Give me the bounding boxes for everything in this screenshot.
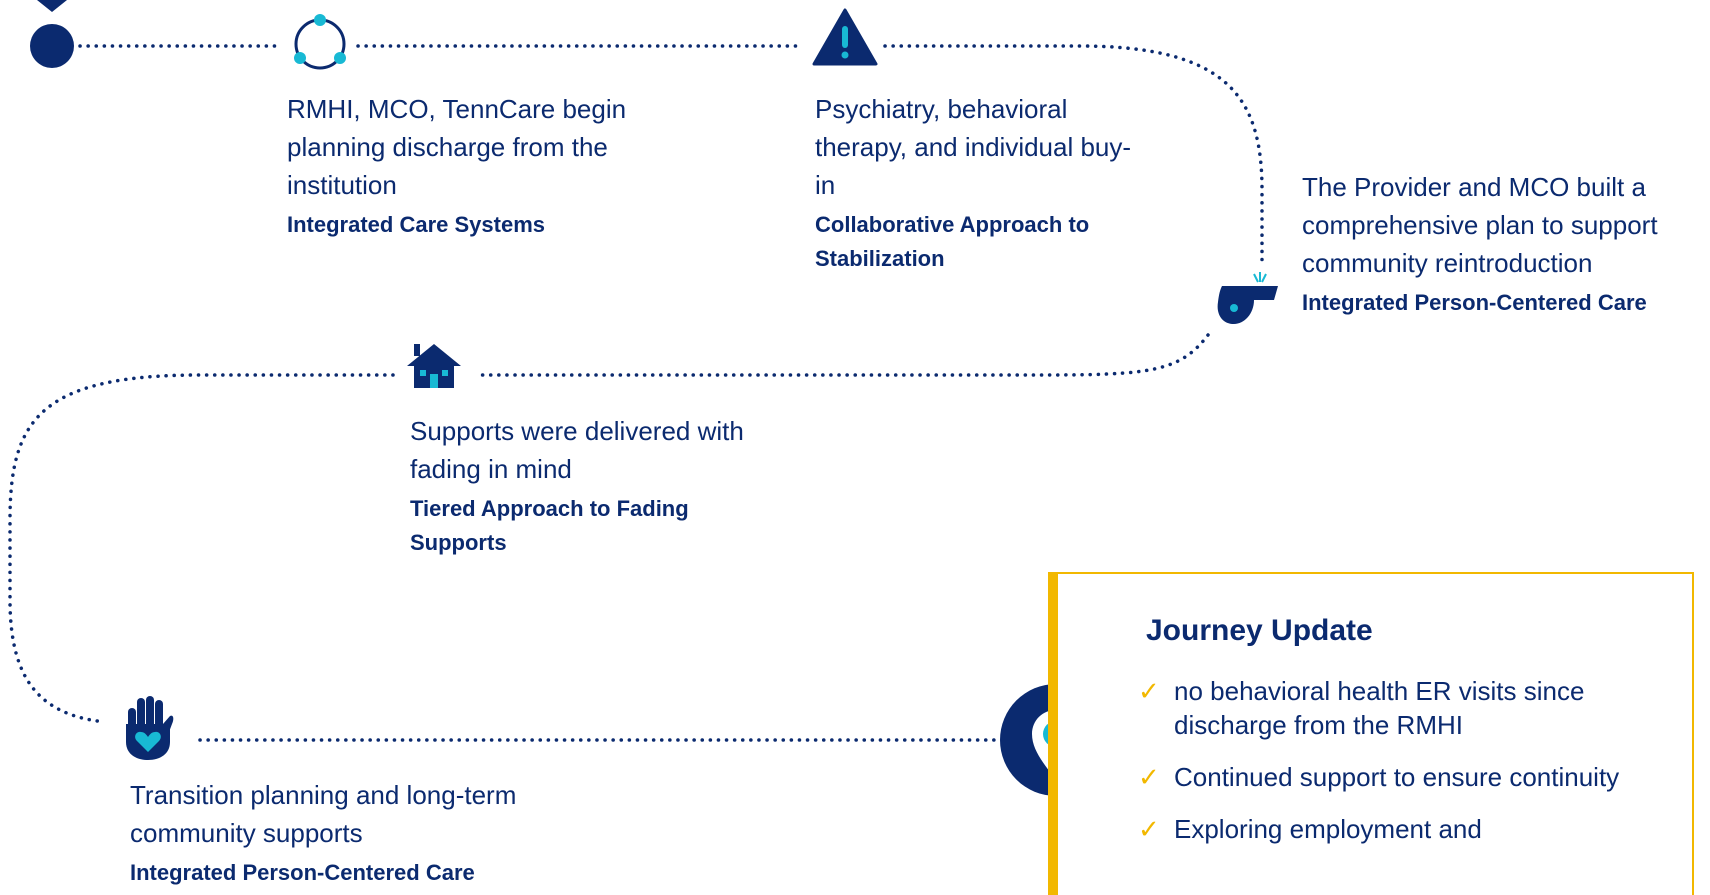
step-description: The Provider and MCO built a comprehensi… bbox=[1302, 172, 1658, 278]
step-tag: Integrated Person-Centered Care bbox=[130, 860, 475, 885]
step-stabilization: Psychiatry, behavioral therapy, and indi… bbox=[815, 90, 1135, 276]
house-icon bbox=[406, 342, 462, 388]
journey-update-list: ✓no behavioral health ER visits since di… bbox=[1138, 674, 1678, 864]
step-tag: Integrated Care Systems bbox=[287, 212, 545, 237]
journey-update-item: ✓Exploring employment and bbox=[1138, 814, 1482, 844]
journey-update-item: ✓no behavioral health ER visits since di… bbox=[1138, 676, 1585, 740]
check-icon: ✓ bbox=[1138, 762, 1160, 792]
check-icon: ✓ bbox=[1138, 676, 1160, 706]
step-community-reintroduction: The Provider and MCO built a comprehensi… bbox=[1302, 168, 1702, 320]
step-discharge-planning: RMHI, MCO, TennCare begin planning disch… bbox=[287, 90, 707, 242]
step-description: Transition planning and long-term commun… bbox=[130, 780, 517, 848]
journey-update-title: Journey Update bbox=[1146, 614, 1373, 647]
start-marker bbox=[27, 0, 77, 70]
step-fading-supports: Supports were delivered with fading in m… bbox=[410, 412, 750, 560]
step-description: Supports were delivered with fading in m… bbox=[410, 416, 744, 484]
step-description: Psychiatry, behavioral therapy, and indi… bbox=[815, 94, 1132, 200]
cycle-icon bbox=[288, 10, 352, 74]
step-tag: Collaborative Approach to Stabilization bbox=[815, 212, 1090, 271]
whistle-icon bbox=[1214, 270, 1280, 330]
hand-heart-icon bbox=[122, 694, 174, 760]
step-tag: Integrated Person-Centered Care bbox=[1302, 290, 1647, 315]
check-icon: ✓ bbox=[1138, 814, 1160, 844]
step-description: RMHI, MCO, TennCare begin planning disch… bbox=[287, 94, 627, 200]
step-transition-planning: Transition planning and long-term commun… bbox=[130, 776, 600, 890]
warning-icon bbox=[812, 8, 878, 66]
journey-update-card: Journey Update ✓no behavioral health ER … bbox=[1048, 572, 1694, 895]
step-tag: Tiered Approach to Fading Supports bbox=[410, 496, 689, 555]
journey-update-item: ✓Continued support to ensure continuity bbox=[1138, 762, 1620, 792]
